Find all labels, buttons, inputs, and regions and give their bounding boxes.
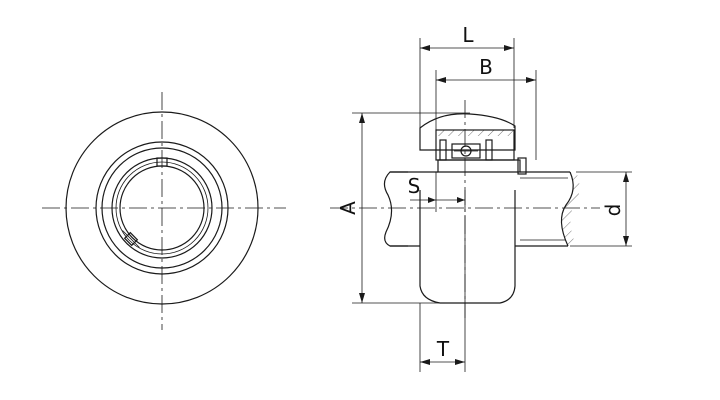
dim-arrow-S-right xyxy=(457,197,465,203)
dim-arrow-A-top xyxy=(359,113,365,123)
dimension-lines xyxy=(359,45,629,365)
housing-lower-outline xyxy=(419,190,516,304)
lower-set-screw xyxy=(122,230,140,248)
dim-arrow-S-left xyxy=(428,197,436,203)
shaft-left-end xyxy=(383,171,408,247)
label-A: A xyxy=(336,201,360,215)
shaft-break-hatch-area xyxy=(561,172,580,246)
dim-arrow-d-bottom xyxy=(623,236,629,246)
label-d: d xyxy=(601,204,625,217)
dim-arrow-A-bottom xyxy=(359,293,365,303)
dim-arrow-B-left xyxy=(436,77,446,83)
label-L: L xyxy=(462,23,474,47)
dim-arrow-d-top xyxy=(623,172,629,182)
dimension-labels: L B A S d T xyxy=(336,23,625,361)
outer-ring-hatch xyxy=(436,130,514,136)
label-T: T xyxy=(436,337,450,361)
label-S: S xyxy=(408,174,421,198)
dim-arrow-B-right xyxy=(526,77,536,83)
dim-arrow-T-left xyxy=(420,359,430,365)
dim-arrow-L-right xyxy=(504,45,514,51)
dim-arrow-L-left xyxy=(420,45,430,51)
housing-top-section xyxy=(419,113,516,151)
label-B: B xyxy=(479,55,493,79)
top-set-screw-slot xyxy=(156,157,168,167)
inner-ring-section xyxy=(437,159,521,173)
ball-cage xyxy=(451,143,481,159)
dim-arrow-T-right xyxy=(455,359,465,365)
side-view xyxy=(330,38,632,372)
front-view xyxy=(42,92,286,330)
